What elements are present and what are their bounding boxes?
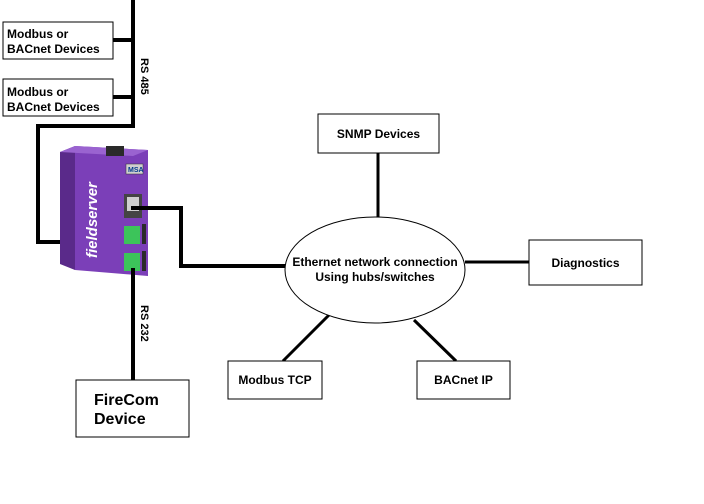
msa-logo	[125, 163, 144, 175]
bacnet-ip-label: BACnet IP	[434, 373, 493, 387]
diagnostics-box: Diagnostics	[528, 239, 643, 286]
brand-text: fieldserver	[84, 181, 101, 258]
diagnostics-label: Diagnostics	[551, 256, 619, 270]
bacnet-ip-link	[412, 318, 458, 363]
msa-logo-text: MSA	[128, 167, 144, 174]
modbus-tcp-box: Modbus TCP	[227, 360, 323, 400]
ethernet-network-hub: Ethernet network connection Using hubs/s…	[284, 216, 466, 324]
device2-label-line2: BACnet Devices	[7, 100, 100, 114]
device1-label-line2: BACnet Devices	[7, 42, 100, 56]
modbus-bacnet-device-1: Modbus or BACnet Devices	[2, 21, 114, 60]
modbus-tcp-label: Modbus TCP	[238, 373, 311, 387]
top-connector	[106, 146, 124, 156]
device2-label-line1: Modbus or	[7, 85, 69, 99]
rs232-terminal	[124, 253, 140, 271]
snmp-devices-box: SNMP Devices	[317, 113, 440, 154]
modbus-tcp-link	[281, 313, 331, 363]
firecom-label-line1: FireCom	[94, 392, 159, 409]
fieldserver-gateway: MSA fieldserver	[60, 146, 148, 276]
network-label-line1: Ethernet network connection	[292, 255, 457, 269]
rs485-terminal	[124, 226, 140, 244]
firecom-device: FireCom Device	[75, 379, 190, 438]
bacnet-ip-box: BACnet IP	[416, 360, 511, 400]
rs485-label: RS 485	[138, 58, 150, 95]
modbus-bacnet-device-2: Modbus or BACnet Devices	[2, 78, 114, 117]
device1-label-line1: Modbus or	[7, 27, 69, 41]
network-label-line2: Using hubs/switches	[315, 270, 435, 284]
snmp-label: SNMP Devices	[337, 127, 420, 141]
ethernet-line	[131, 206, 288, 268]
firecom-label-line2: Device	[94, 411, 146, 428]
rs232-label: RS 232	[138, 305, 150, 342]
